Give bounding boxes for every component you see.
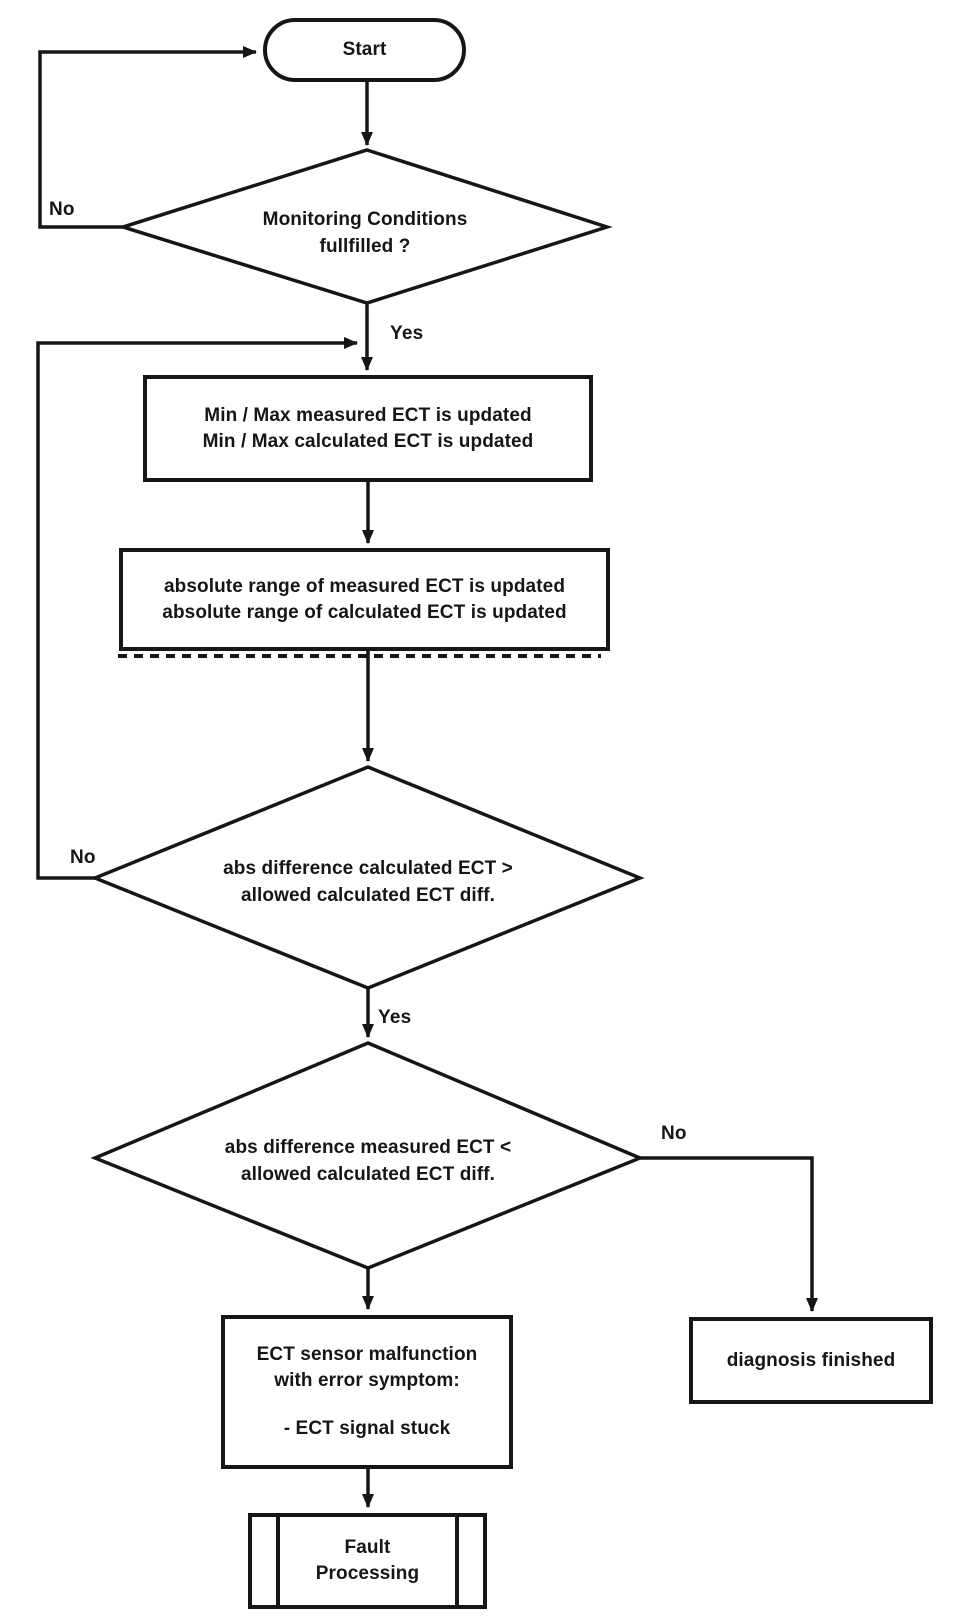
decision-calc-diff-line2: allowed calculated ECT diff. (240, 885, 496, 906)
edge-label-calc-yes: Yes (378, 1007, 412, 1028)
diagnosis-finished-label: diagnosis finished (726, 1349, 896, 1371)
process-diagnosis-finished-node: diagnosis finished (689, 1317, 933, 1404)
process-absrange-line2: absolute range of calculated ECT is upda… (162, 601, 567, 623)
decision-monitoring-shape (117, 148, 613, 305)
edge-calc-no-loop (36, 337, 358, 880)
edge-label-calc-no: No (70, 847, 96, 868)
edge-meas-no-to-diagnosis (640, 1156, 818, 1312)
start-label: Start (342, 39, 387, 60)
decision-monitoring-line1: Monitoring Conditions (262, 209, 468, 230)
decision-monitoring-line2: fullfilled ? (319, 236, 411, 257)
process-minmax-line2: Min / Max calculated ECT is updated (202, 430, 534, 452)
process-malfunction-line1: ECT sensor malfunction (256, 1344, 478, 1365)
edge-label-monitoring-yes: Yes (390, 323, 424, 344)
edge-label-monitoring-no: No (49, 199, 75, 220)
process-minmax-line1: Min / Max measured ECT is updated (204, 404, 532, 426)
process-fault-node: Fault Processing (248, 1513, 487, 1609)
edge-monitoring-no-loop (38, 46, 257, 229)
decision-calc-diff-line1: abs difference calculated ECT > (223, 858, 513, 879)
process-malfunction-line2: with error symptom: (274, 1370, 460, 1391)
decision-meas-diff-line1: abs difference measured ECT < (224, 1137, 512, 1158)
process-malfunction-line3: - ECT signal stuck (283, 1418, 451, 1439)
process-malfunction-node: ECT sensor malfunction with error sympto… (221, 1315, 513, 1469)
decision-meas-diff-shape (90, 1041, 645, 1270)
process-absrange-node: absolute range of measured ECT is update… (119, 548, 610, 651)
decision-calc-diff-text: abs difference calculated ECT > allowed … (188, 855, 548, 909)
decision-monitoring-text: Monitoring Conditions fullfilled ? (215, 206, 515, 260)
decision-meas-diff-line2: allowed calculated ECT diff. (240, 1164, 496, 1185)
process-minmax-node: Min / Max measured ECT is updated Min / … (143, 375, 593, 482)
process-fault-line1: Fault (344, 1537, 391, 1558)
start-node: Start (263, 18, 466, 82)
decision-meas-diff-text: abs difference measured ECT < allowed ca… (188, 1134, 548, 1188)
fault-node-right-bar (455, 1517, 459, 1605)
process-fault-line2: Processing (315, 1563, 420, 1584)
edge-label-meas-no: No (661, 1123, 687, 1144)
fault-node-left-bar (276, 1517, 280, 1605)
decision-calc-diff-shape (90, 765, 645, 990)
process-absrange-line1: absolute range of measured ECT is update… (163, 575, 566, 597)
